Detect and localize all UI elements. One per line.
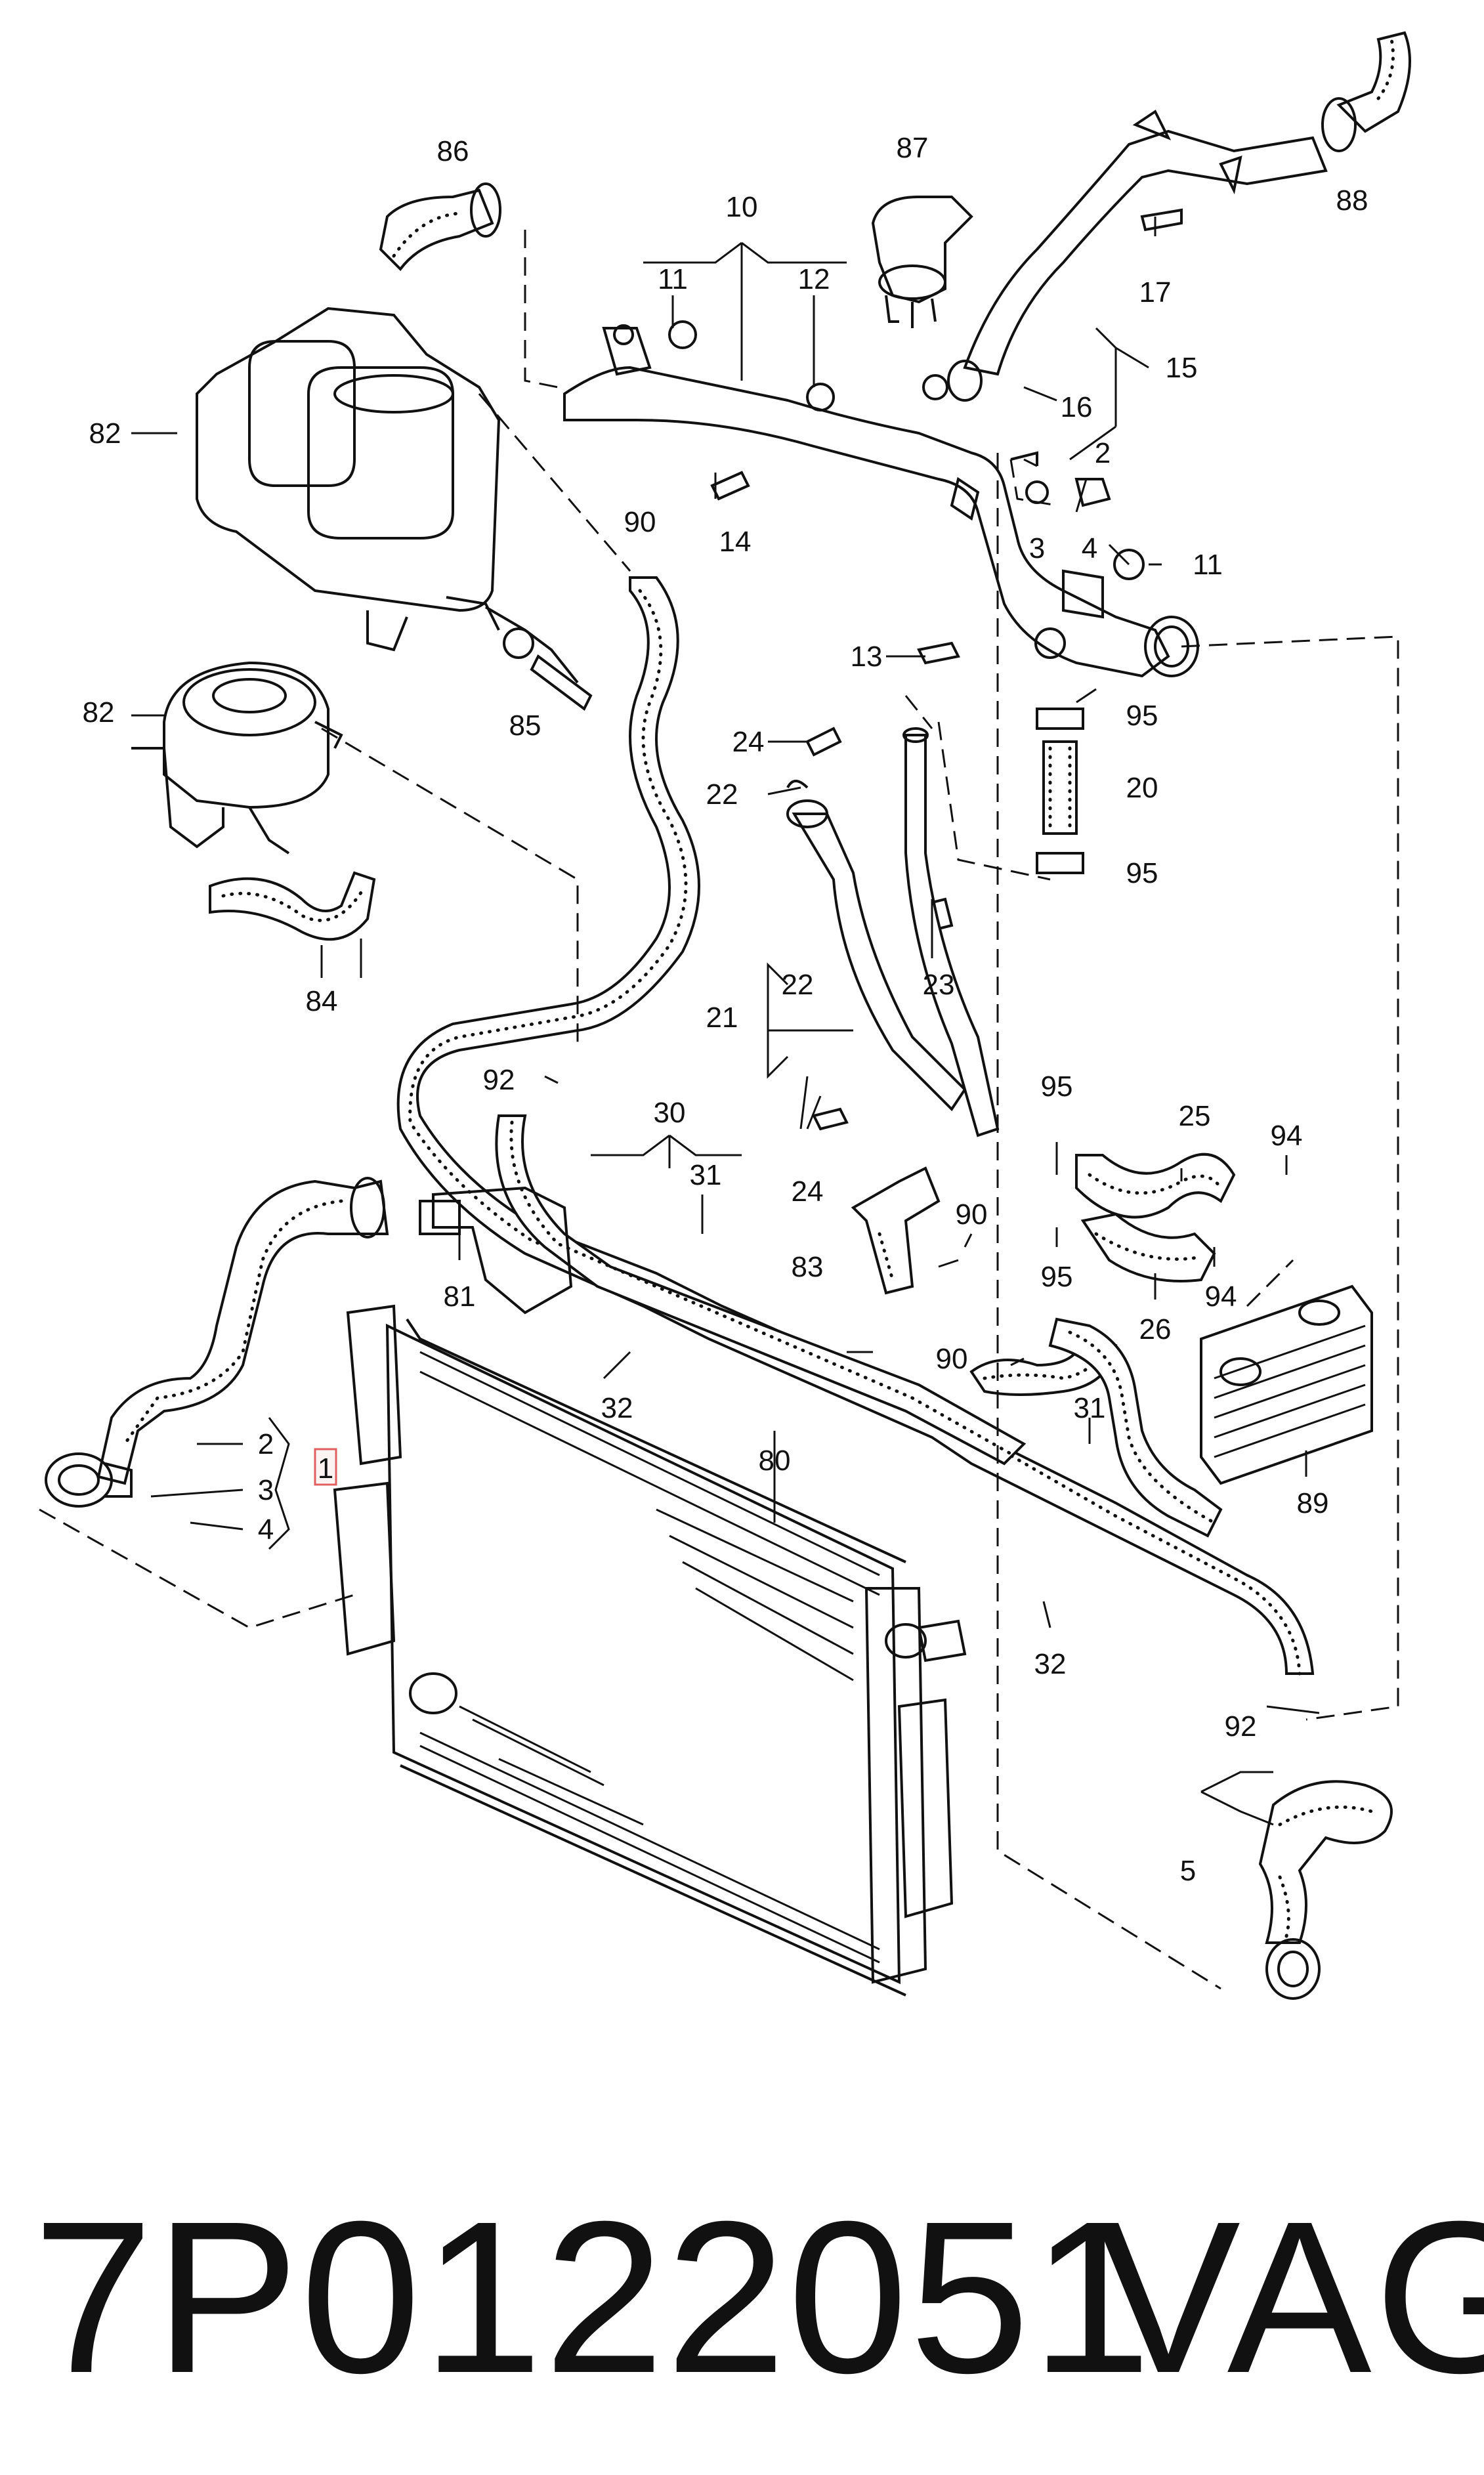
callout-84: 84 bbox=[306, 985, 338, 1017]
callout-3: 3 bbox=[1029, 532, 1045, 564]
callout-20: 20 bbox=[1126, 772, 1158, 804]
callout-32: 32 bbox=[1034, 1648, 1067, 1680]
hose-5 bbox=[1258, 1780, 1393, 2000]
callout-94: 94 bbox=[1271, 1120, 1303, 1152]
callout-15: 15 bbox=[1166, 352, 1198, 384]
small-parts bbox=[668, 208, 1183, 1131]
callout-13: 13 bbox=[851, 641, 883, 673]
callout-labels: 86 87 10 88 11 12 17 15 16 2 82 14 3 4 9… bbox=[83, 132, 1368, 1887]
leader-lines bbox=[131, 217, 1320, 1826]
callout-24: 24 bbox=[732, 726, 765, 758]
callout-31: 31 bbox=[690, 1159, 722, 1191]
callout-86: 86 bbox=[437, 135, 469, 167]
callout-4: 4 bbox=[258, 1513, 274, 1546]
callout-92: 92 bbox=[1225, 1710, 1257, 1743]
callout-89: 89 bbox=[1297, 1487, 1329, 1519]
callout-21: 21 bbox=[706, 1002, 738, 1034]
callout-95: 95 bbox=[1041, 1261, 1073, 1293]
callout-2: 2 bbox=[258, 1428, 274, 1460]
callout-1-highlight bbox=[314, 1448, 337, 1486]
hose-26 bbox=[1080, 1212, 1216, 1282]
callout-82: 82 bbox=[83, 696, 115, 729]
callout-2: 2 bbox=[1095, 437, 1111, 469]
callout-16: 16 bbox=[1061, 391, 1093, 423]
callout-95: 95 bbox=[1126, 700, 1158, 732]
hose-86 bbox=[379, 182, 501, 272]
callout-12: 12 bbox=[798, 263, 830, 295]
callout-11: 11 bbox=[658, 263, 688, 295]
callout-10: 10 bbox=[726, 191, 758, 223]
brand-name: VAG bbox=[1096, 2176, 1484, 2418]
callout-95: 95 bbox=[1126, 857, 1158, 889]
callout-32: 32 bbox=[601, 1392, 633, 1424]
callout-4: 4 bbox=[1082, 532, 1097, 564]
callout-87: 87 bbox=[897, 132, 929, 164]
callout-90: 90 bbox=[936, 1343, 968, 1375]
callout-92: 92 bbox=[483, 1064, 515, 1096]
expansion-tank-lower bbox=[131, 661, 343, 855]
hose-15 bbox=[947, 110, 1328, 402]
callout-22: 22 bbox=[706, 778, 738, 811]
callout-81: 81 bbox=[444, 1280, 476, 1313]
thermostat-housing-87 bbox=[871, 196, 973, 328]
callout-3: 3 bbox=[258, 1474, 274, 1506]
callout-17: 17 bbox=[1139, 276, 1172, 308]
hose-83 bbox=[851, 1166, 941, 1295]
callout-88: 88 bbox=[1336, 184, 1368, 217]
callout-5: 5 bbox=[1180, 1855, 1196, 1887]
callout-23: 23 bbox=[923, 969, 955, 1001]
callout-22: 22 bbox=[782, 969, 814, 1001]
expansion-tank-upper bbox=[196, 307, 501, 652]
coolant-system-exploded-diagram: 86 87 10 88 11 12 17 15 16 2 82 14 3 4 9… bbox=[39, 31, 1411, 2000]
tank-outlet-hose-85 bbox=[484, 606, 593, 711]
assembly-lines bbox=[39, 230, 1399, 1990]
callout-82: 82 bbox=[89, 417, 121, 450]
callout-83: 83 bbox=[792, 1251, 824, 1283]
callout-11: 11 bbox=[1193, 549, 1223, 581]
callout-85: 85 bbox=[509, 709, 541, 742]
callout-31: 31 bbox=[1074, 1392, 1106, 1424]
callout-26: 26 bbox=[1139, 1313, 1172, 1345]
hose-84 bbox=[209, 871, 376, 941]
pipe-21 bbox=[786, 727, 1000, 1137]
callout-80: 80 bbox=[759, 1445, 791, 1477]
hose-20 bbox=[1036, 708, 1084, 874]
callout-94: 94 bbox=[1205, 1280, 1237, 1313]
callout-24: 24 bbox=[792, 1175, 824, 1208]
hose-25 bbox=[1075, 1153, 1236, 1219]
callout-14: 14 bbox=[719, 526, 752, 558]
callout-25: 25 bbox=[1179, 1100, 1211, 1132]
callout-90: 90 bbox=[624, 506, 656, 538]
oil-cooler-89 bbox=[1200, 1284, 1373, 1485]
callout-1: 1 bbox=[318, 1452, 333, 1485]
radiator-hose-1 bbox=[45, 1177, 573, 1508]
callout-30: 30 bbox=[654, 1097, 686, 1129]
radiator-80 bbox=[333, 1304, 967, 1997]
long-hose-90-92 bbox=[396, 576, 1315, 1676]
part-number: 7P0122051 bbox=[33, 2176, 1153, 2418]
callout-90: 90 bbox=[956, 1198, 988, 1231]
hose-88 bbox=[1321, 31, 1411, 152]
callout-95: 95 bbox=[1041, 1070, 1073, 1103]
